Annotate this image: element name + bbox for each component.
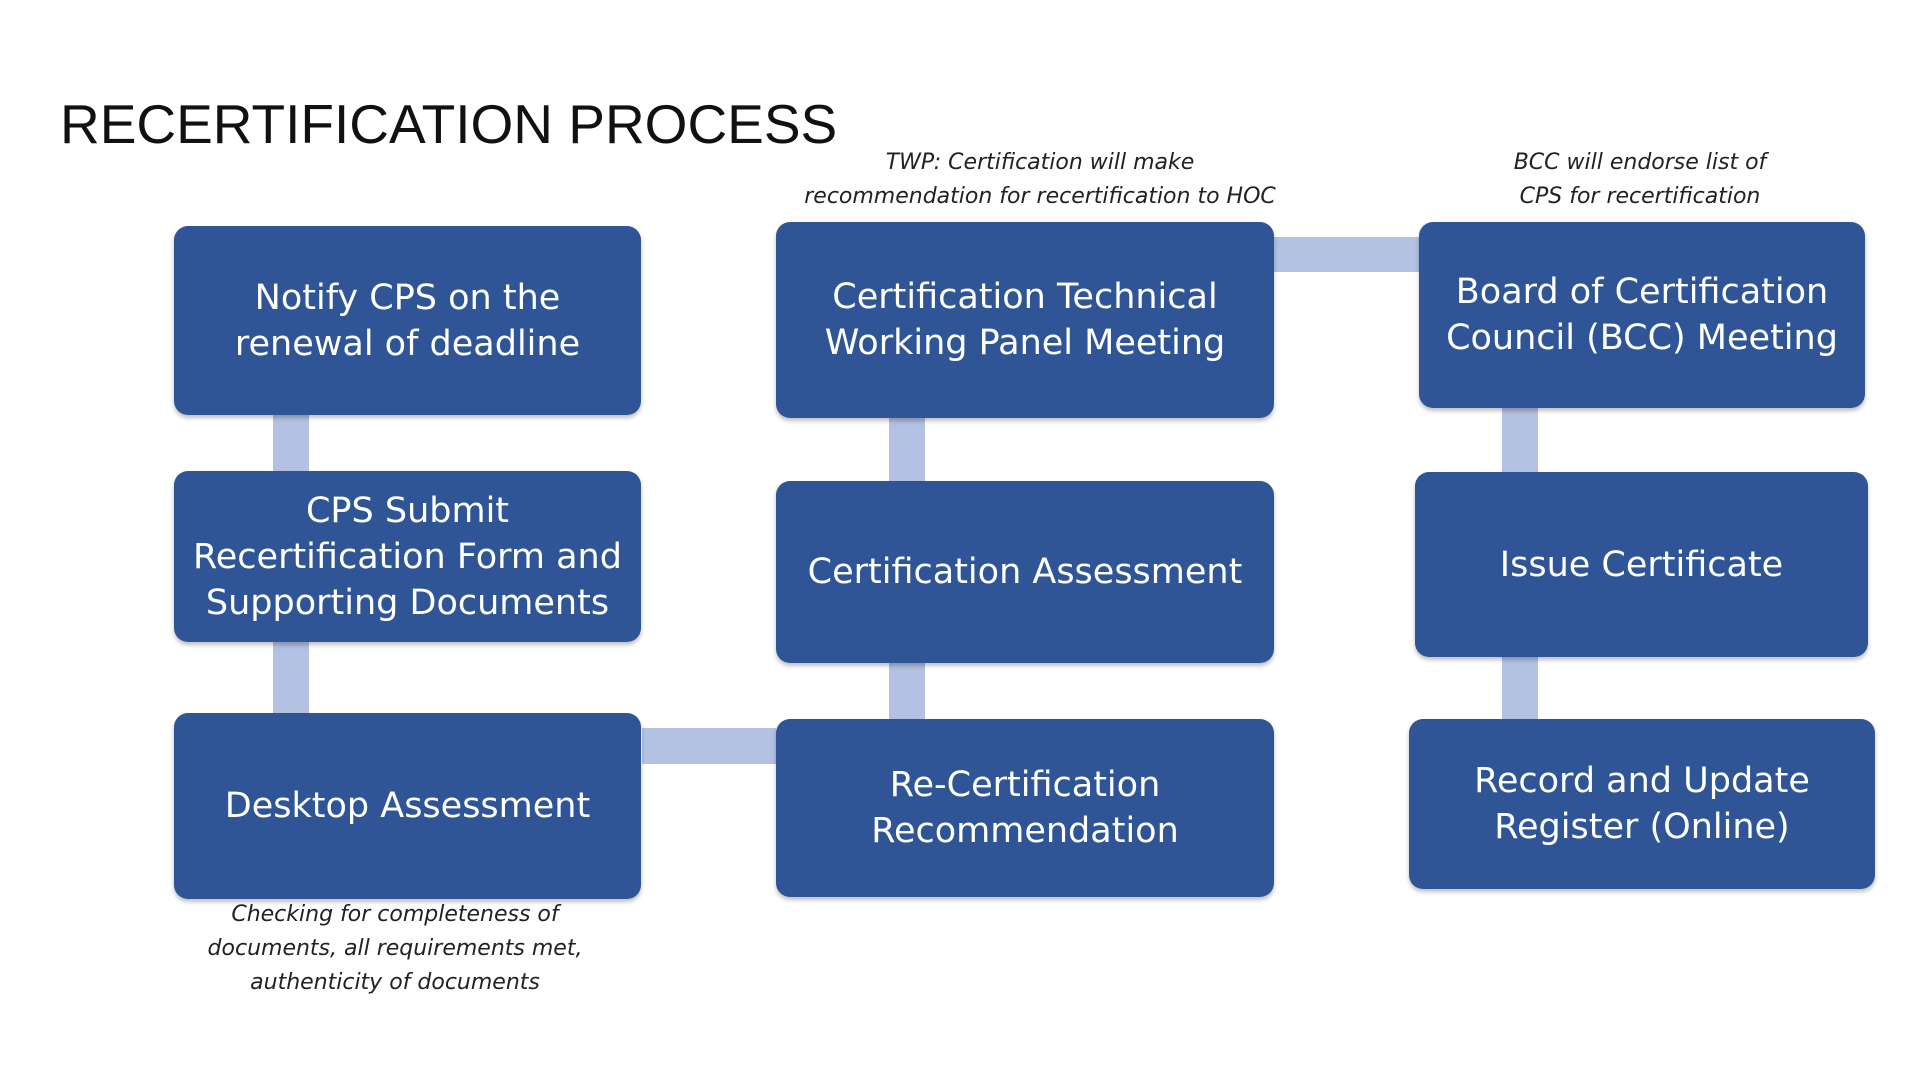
step-record-update-register-label: Record and Update Register (Online) [1474,761,1810,847]
step-notify-cps: Notify CPS on the renewal of deadline [174,226,641,415]
step-twp-meeting-label: Certification Technical Working Panel Me… [824,277,1226,363]
note-desktop: Checking for completeness of documents, … [207,902,583,995]
step-bcc-meeting: Board of Certification Council (BCC) Mee… [1419,222,1865,408]
step-record-update-register: Record and Update Register (Online) [1409,719,1875,889]
connector-desktop-recommendation [642,728,776,764]
connector-issue-record [1502,657,1538,719]
step-desktop-assessment: Desktop Assessment [174,713,641,899]
connector-twp-bcc [1273,237,1419,272]
step-recertification-recommendation-label: Re-Certification Recommendation [871,765,1179,851]
connector-notify-submit [273,415,309,471]
page-title: RECERTIFICATION PROCESS [60,93,838,155]
step-certification-assessment-label: Certification Assessment [807,552,1243,592]
step-issue-certificate: Issue Certificate [1415,472,1868,657]
connector-bcc-issue [1502,408,1538,472]
step-notify-cps-label: Notify CPS on the renewal of deadline [234,277,581,364]
connector-submit-desktop [273,642,309,713]
step-cps-submit-label: CPS Submit Recertification Form and Supp… [193,490,622,623]
step-cps-submit: CPS Submit Recertification Form and Supp… [174,471,641,642]
connector-assessment-twp [889,418,925,481]
step-issue-certificate-label: Issue Certificate [1499,544,1784,585]
step-recertification-recommendation: Re-Certification Recommendation [776,719,1274,897]
step-desktop-assessment-label: Desktop Assessment [224,786,591,826]
step-bcc-meeting-label: Board of Certification Council (BCC) Mee… [1446,272,1838,358]
step-twp-meeting: Certification Technical Working Panel Me… [776,222,1274,418]
note-bcc: BCC will endorse list of CPS for recerti… [1513,150,1767,209]
note-twp: TWP: Certification will make recommendat… [804,150,1276,209]
step-certification-assessment: Certification Assessment [776,481,1274,663]
connector-recommendation-assessment [889,663,925,719]
